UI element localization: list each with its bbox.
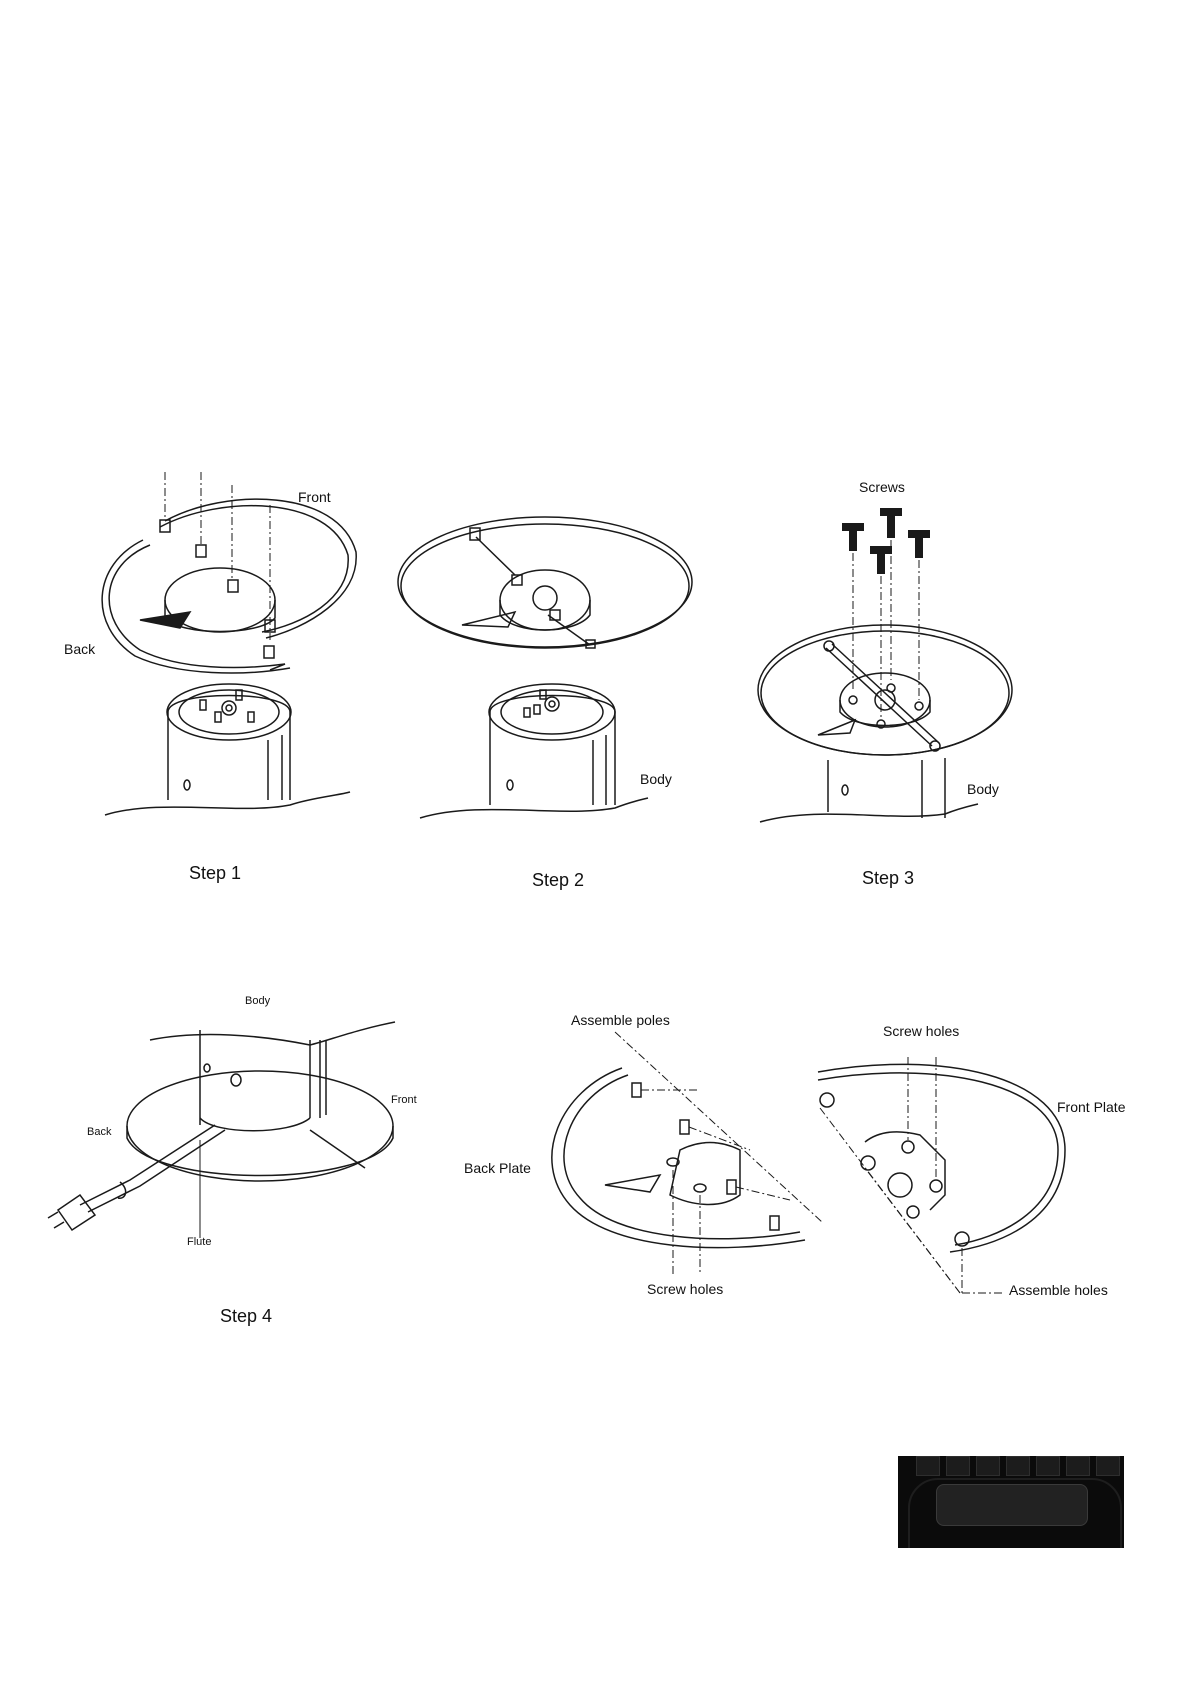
screw-holes-label-back: Screw holes [647,1281,723,1297]
assemble-poles-label: Assemble poles [571,1012,670,1028]
flute-label: Flute [187,1236,211,1248]
back-label-step4: Back [87,1126,111,1138]
screws-label: Screws [859,479,905,495]
step-1-label: Step 1 [189,863,241,884]
product-photo [898,1456,1124,1548]
back-plate-label: Back Plate [464,1160,531,1176]
screw-holes-label-front: Screw holes [883,1023,959,1039]
step1-illustration [102,472,356,815]
screw-icons [842,508,930,574]
assemble-holes-label: Assemble holes [1009,1282,1108,1298]
front-plate-label: Front Plate [1057,1099,1125,1115]
fan-handle [936,1484,1088,1526]
body-label-step3: Body [967,781,999,797]
step-2-label: Step 2 [532,870,584,891]
step-4-label: Step 4 [220,1306,272,1327]
front-label: Front [298,489,331,505]
front-label-step4: Front [391,1094,417,1106]
step-3-label: Step 3 [862,868,914,889]
step3-illustration [758,508,1012,822]
back-label: Back [64,641,95,657]
body-label-step4: Body [245,995,270,1007]
fan-grille [916,1456,1120,1476]
body-label-step2: Body [640,771,672,787]
plates-detail-illustration [552,1032,1065,1293]
